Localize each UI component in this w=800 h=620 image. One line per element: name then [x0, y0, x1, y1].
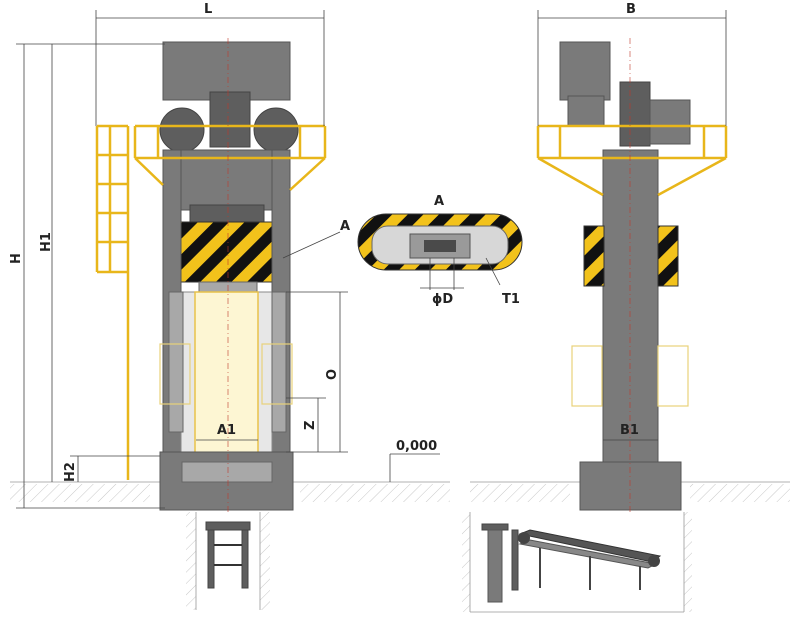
label-B: B: [626, 2, 636, 17]
label-phi-D: ϕD: [432, 292, 453, 307]
front-platform: [133, 124, 327, 191]
label-B1: B1: [620, 423, 639, 438]
label-A1: A1: [217, 423, 236, 438]
label-T1: T1: [502, 292, 520, 307]
right-foundation-pit: [462, 512, 692, 613]
label-level: 0,000: [396, 439, 437, 454]
ground-line: [10, 481, 790, 502]
dimension-lines: [16, 10, 727, 509]
conveyor: [518, 529, 662, 590]
section-a-detail: [357, 213, 523, 290]
label-H2: H2: [63, 462, 78, 482]
label-A-section: A: [434, 194, 444, 209]
label-L: L: [204, 2, 212, 17]
label-H1: H1: [39, 232, 54, 252]
label-H: H: [9, 253, 24, 264]
label-O: O: [325, 369, 340, 380]
label-A-callout: A: [340, 219, 350, 234]
label-Z: Z: [303, 421, 318, 430]
left-foundation-pit: [186, 512, 270, 610]
front-view-press: [95, 38, 327, 512]
front-ladder: [95, 124, 130, 480]
side-platform: [536, 124, 728, 197]
side-view-press: [536, 38, 728, 512]
